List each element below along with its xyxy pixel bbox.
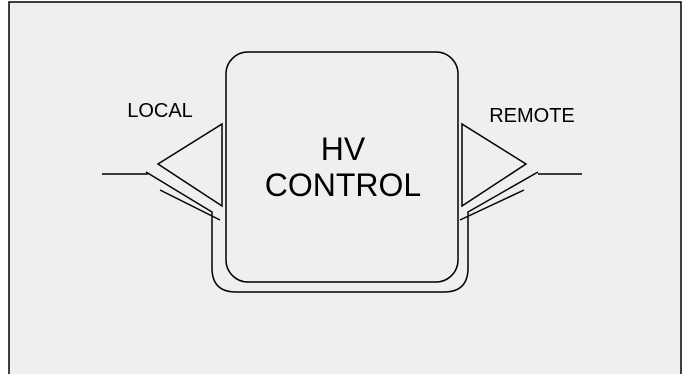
title-line-2: CONTROL xyxy=(265,167,421,203)
remote-arrow xyxy=(461,122,528,208)
local-label: LOCAL xyxy=(127,100,193,122)
connector-inner-right xyxy=(459,189,525,221)
hv-control-box xyxy=(225,51,459,283)
title-line-1: HV xyxy=(321,131,366,167)
connector-outer-outline xyxy=(145,171,539,293)
connector-inner-left xyxy=(159,189,221,221)
local-arrow xyxy=(156,122,223,208)
remote-label: REMOTE xyxy=(489,105,575,127)
